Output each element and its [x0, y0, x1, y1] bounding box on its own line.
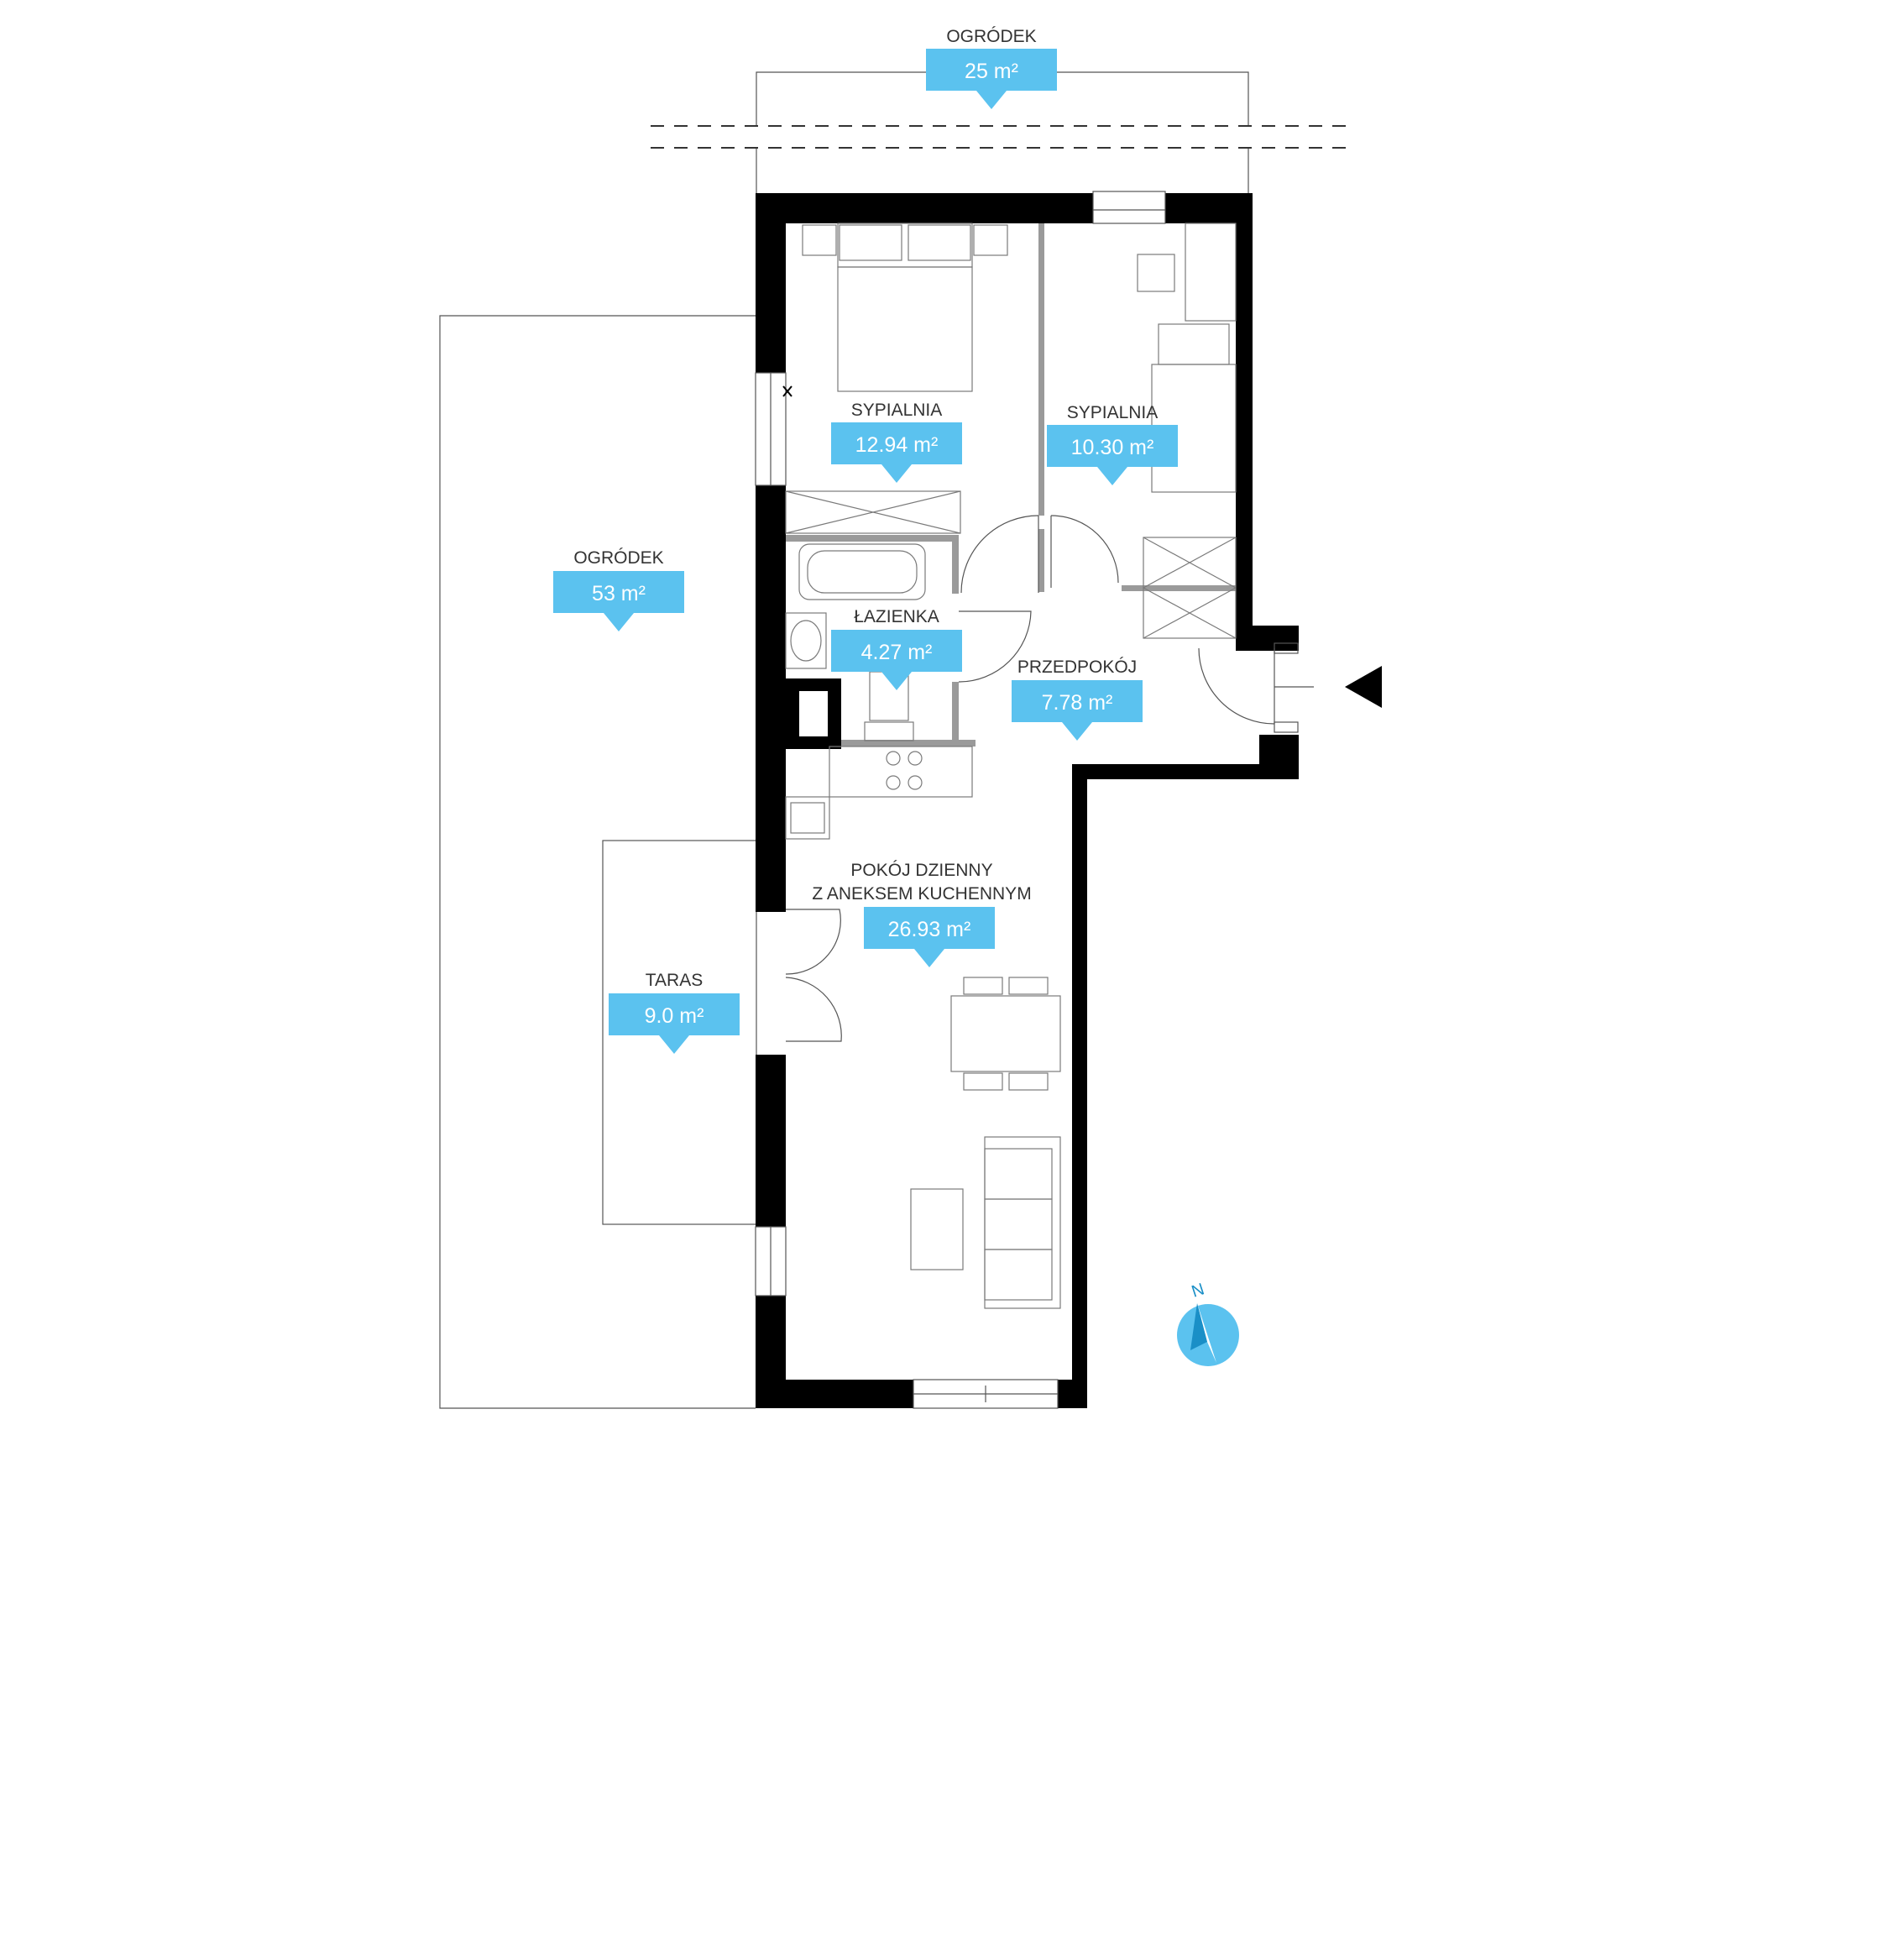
room-ogrodek-north: OGRÓDEK 25 m² [926, 27, 1057, 109]
terrace-outline [602, 840, 757, 1225]
room-taras: TARAS 9.0 m² [609, 971, 740, 1054]
room-name-line1: POKÓJ DZIENNY [850, 861, 992, 880]
room-ogrodek-west: OGRÓDEK 53 m² [553, 548, 684, 631]
room-area: 9.0 m² [645, 1004, 704, 1028]
cross-mark-icon [782, 385, 792, 397]
room-name: OGRÓDEK [573, 548, 663, 568]
room-pokoj-dzienny: POKÓJ DZIENNY Z ANEKSEM KUCHENNYM 26.93 … [812, 861, 1032, 967]
room-lazienka: ŁAZIENKA 4.27 m² [831, 607, 962, 690]
room-area: 4.27 m² [861, 641, 933, 664]
room-name: OGRÓDEK [946, 27, 1036, 46]
area-badge [831, 630, 962, 690]
exterior-walls [756, 193, 1299, 1408]
room-area: 26.93 m² [888, 918, 971, 941]
garden-west-outline [439, 315, 756, 1409]
area-badge [864, 907, 995, 967]
area-badge [609, 993, 740, 1054]
area-badge [1047, 425, 1178, 485]
compass-label: N [1190, 1280, 1207, 1301]
room-sypialnia-1: SYPIALNIA 12.94 m² [831, 401, 962, 483]
room-sypialnia-2: SYPIALNIA 10.30 m² [1047, 403, 1178, 485]
room-name: SYPIALNIA [1067, 403, 1159, 422]
room-przedpokoj: PRZEDPOKÓJ 7.78 m² [1012, 657, 1143, 741]
room-area: 10.30 m² [1071, 436, 1154, 459]
room-area: 12.94 m² [855, 433, 939, 457]
area-badge [926, 49, 1057, 109]
room-area: 53 m² [592, 582, 646, 605]
entrance-arrow-icon [1345, 666, 1382, 708]
room-name: SYPIALNIA [851, 401, 943, 420]
room-name-line2: Z ANEKSEM KUCHENNYM [812, 884, 1031, 904]
interior-walls [786, 223, 1236, 747]
area-badge [553, 571, 684, 631]
room-area: 7.78 m² [1042, 691, 1113, 715]
room-name: ŁAZIENKA [854, 607, 939, 626]
windows [755, 191, 1166, 1409]
doors [785, 515, 1314, 1042]
compass-icon: N [1177, 1280, 1239, 1366]
area-badge [831, 422, 962, 483]
area-badge [1012, 680, 1143, 741]
furniture [785, 223, 1237, 1309]
room-name: TARAS [646, 971, 703, 990]
room-name: PRZEDPOKÓJ [1017, 657, 1137, 677]
room-area: 25 m² [965, 60, 1018, 83]
